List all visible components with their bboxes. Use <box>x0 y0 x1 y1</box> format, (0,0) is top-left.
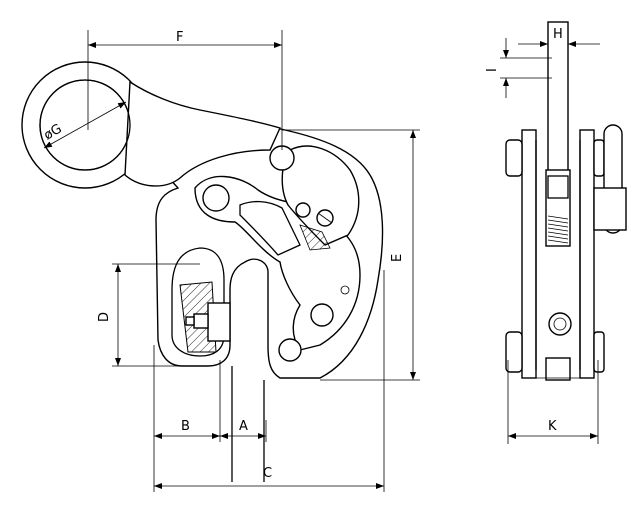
cam-pin-mark <box>317 212 333 224</box>
cam-segment <box>281 145 360 246</box>
bottom-left-nut <box>505 331 523 373</box>
right-side-plate <box>579 129 595 379</box>
lever-pivot-pin <box>202 184 230 212</box>
gripped-plate <box>231 366 265 482</box>
dim-b-label: B <box>181 419 190 434</box>
dim-f-label: F <box>176 30 183 45</box>
ring-bore <box>39 79 131 171</box>
dim-c-label: C <box>263 466 272 481</box>
cam-hatch <box>299 224 331 251</box>
hex-screw <box>548 312 572 336</box>
top-left-nut <box>505 139 523 177</box>
handle-block <box>593 187 627 231</box>
cam-small-pin <box>295 202 311 218</box>
eye-strap <box>547 21 569 183</box>
dim-d-label: D <box>97 312 112 322</box>
cam-top-block <box>547 175 569 199</box>
small-hole <box>340 285 350 295</box>
left-side-plate <box>521 129 537 379</box>
bottom-right-nut <box>593 331 605 373</box>
bottom-pin <box>278 338 302 362</box>
lever-slot <box>239 200 301 256</box>
dim-h-label: H <box>553 27 563 42</box>
side-view: F øG E D B A C <box>21 30 420 492</box>
hex-screw-socket <box>553 317 567 331</box>
lower-pin <box>310 303 334 327</box>
dim-e-label: E <box>390 254 405 262</box>
top-right-nut <box>593 139 605 177</box>
spring <box>547 215 569 244</box>
jaw-screw-tip <box>185 316 195 326</box>
jaw-screw-shank <box>193 313 209 329</box>
dim-g-line <box>43 101 127 149</box>
bottom-jaw <box>545 357 571 381</box>
dim-a-label: A <box>239 419 248 434</box>
dim-i-label: I <box>485 68 500 72</box>
dim-k-label: K <box>548 419 557 434</box>
jaw-screw-head <box>207 302 231 342</box>
front-view: H I K <box>485 21 627 444</box>
ring-arm <box>124 80 281 187</box>
